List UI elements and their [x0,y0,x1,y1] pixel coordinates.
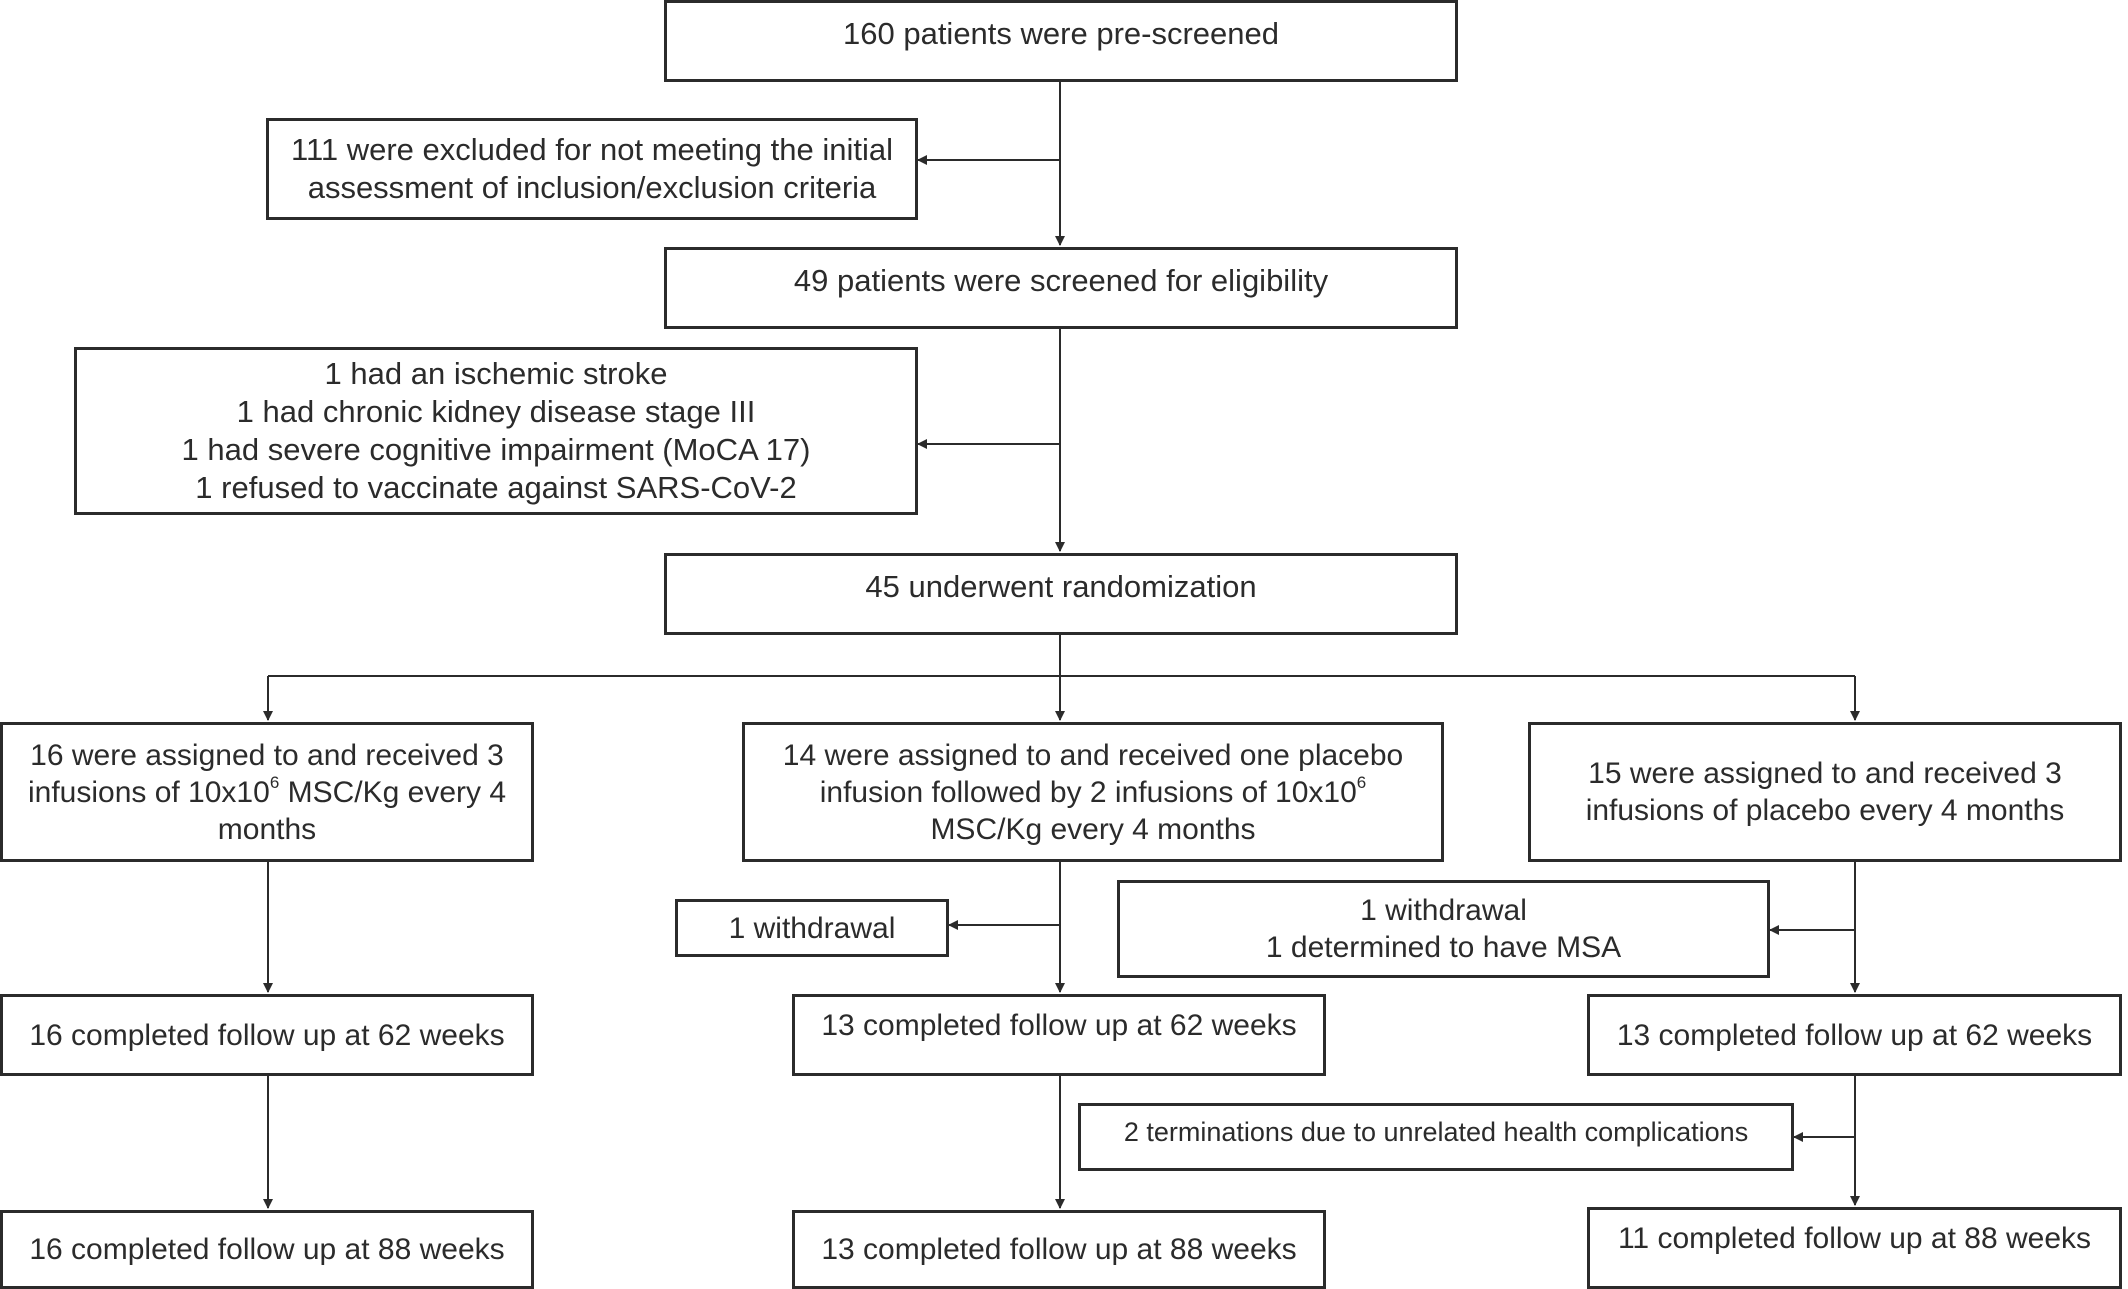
arm-mixed-withdrawal-box: 1 withdrawal [675,899,949,957]
arm-placebo-terminations-text: 2 terminations due to unrelated health c… [1123,1117,1749,1147]
randomization-box: 45 underwent randomization [664,553,1458,635]
arm-placebo-week62-box: 13 completed follow up at 62 weeks [1587,994,2122,1076]
arm-msc-assigned-line3: months [217,812,317,846]
arm-msc-assigned-line2: infusions of 10x106 MSC/Kg every 4 [28,774,506,811]
arm-placebo-assigned-line1: 15 were assigned to and received 3 [1588,757,2062,790]
arm-mixed-week88-box: 13 completed follow up at 88 weeks [792,1210,1326,1289]
arm-placebo-week88-text: 11 completed follow up at 88 weeks [1617,1222,2092,1255]
arm-mixed-assigned-line1: 14 were assigned to and received one pla… [782,738,1404,772]
screen-exclusion-line1: 1 had an ischemic stroke [324,356,668,391]
arm-mixed-week62-box: 13 completed follow up at 62 weeks [792,994,1326,1076]
arm-mixed-assigned-line2: infusion followed by 2 infusions of 10x1… [820,774,1366,811]
arm-msc-week88-box: 16 completed follow up at 88 weeks [0,1210,534,1289]
arm-placebo-dropout-box: 1 withdrawal 1 determined to have MSA [1117,880,1770,978]
arm-mixed-week88-text: 13 completed follow up at 88 weeks [821,1233,1297,1266]
arm-mixed-week62-text: 13 completed follow up at 62 weeks [821,1009,1297,1042]
screened-box: 49 patients were screened for eligibilit… [664,247,1458,329]
arm-msc-assigned-line1: 16 were assigned to and received 3 [30,738,504,772]
arm-mixed-dose-exponent: 6 [1356,772,1367,792]
arm-msc-dose-unit: MSC/Kg every 4 [279,775,507,809]
initial-exclusion-line2: assessment of inclusion/exclusion criter… [307,170,877,205]
arm-placebo-terminations-box: 2 terminations due to unrelated health c… [1078,1103,1794,1171]
arm-msc-week62-text: 16 completed follow up at 62 weeks [29,1018,505,1052]
initial-exclusion-line1: 111 were excluded for not meeting the in… [291,132,893,167]
arm-msc-week88-text: 16 completed follow up at 88 weeks [29,1233,505,1266]
arm-placebo-week88-box: 11 completed follow up at 88 weeks [1587,1207,2122,1289]
prescreen-text: 160 patients were pre-screened [843,16,1279,51]
initial-exclusion-box: 111 were excluded for not meeting the in… [266,118,918,220]
arm-msc-assigned-box: 16 were assigned to and received 3 infus… [0,722,534,862]
arm-mixed-withdrawal-text: 1 withdrawal [728,911,896,945]
prescreen-box: 160 patients were pre-screened [664,0,1458,82]
arm-placebo-assigned-line2: infusions of placebo every 4 months [1585,794,2065,827]
arm-msc-dose-text: infusions of 10x10 [27,775,270,809]
screen-exclusion-line2: 1 had chronic kidney disease stage III [236,394,756,429]
arm-msc-dose-exponent: 6 [269,772,280,792]
screened-text: 49 patients were screened for eligibilit… [793,263,1329,298]
arm-msc-week62-box: 16 completed follow up at 62 weeks [0,994,534,1076]
arm-placebo-week62-text: 13 completed follow up at 62 weeks [1616,1018,2093,1052]
arm-mixed-assigned-line3: MSC/Kg every 4 months [930,812,1256,846]
screen-exclusion-line3: 1 had severe cognitive impairment (MoCA … [181,432,811,467]
arm-mixed-dose-text: infusion followed by 2 infusions of 10x1… [819,775,1357,809]
randomization-text: 45 underwent randomization [865,569,1257,604]
screen-exclusion-line4: 1 refused to vaccinate against SARS-CoV-… [195,470,797,505]
arm-placebo-assigned-box: 15 were assigned to and received 3 infus… [1528,722,2122,862]
screen-exclusion-box: 1 had an ischemic stroke 1 had chronic k… [74,347,918,515]
arm-placebo-dropout-line1: 1 withdrawal [1360,894,1527,927]
arm-placebo-dropout-line2: 1 determined to have MSA [1265,931,1622,964]
arm-mixed-assigned-box: 14 were assigned to and received one pla… [742,722,1444,862]
